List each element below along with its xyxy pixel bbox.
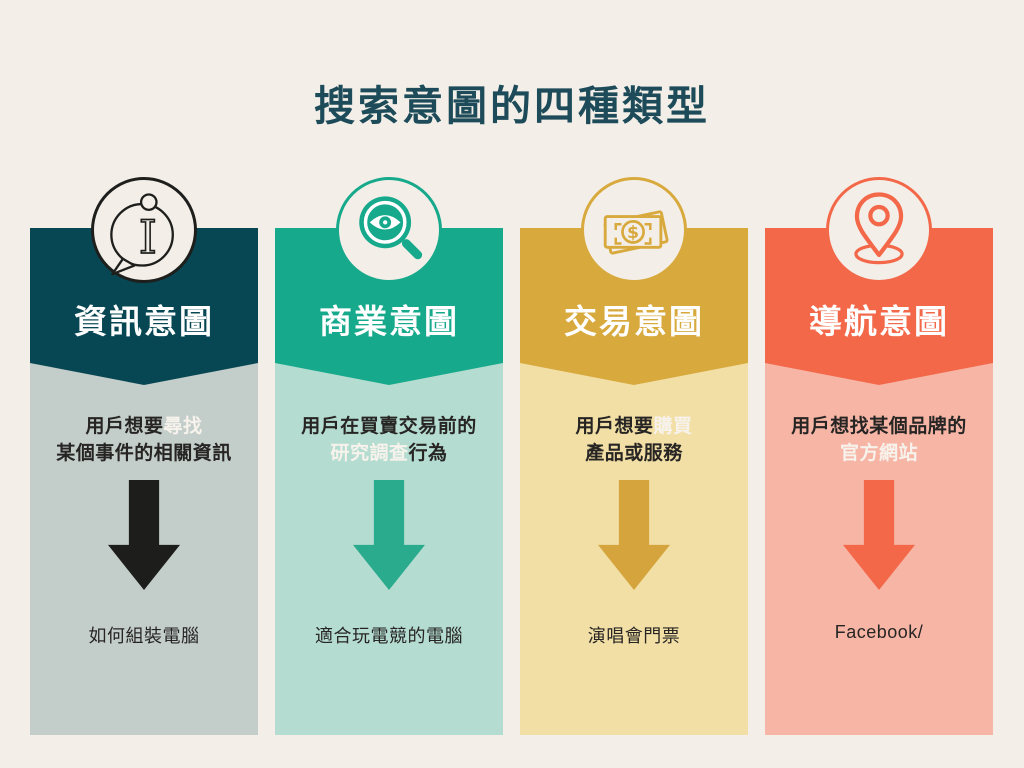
magnifier-eye-icon xyxy=(359,196,423,260)
info-speech-bubble-icon: I xyxy=(110,193,174,276)
example-query: 演唱會門票 xyxy=(587,626,681,646)
column-body: 用戶想要尋找某個事件的相關資訊 如何組裝電腦 xyxy=(30,363,258,735)
example-query: Facebook/ xyxy=(834,622,924,642)
down-arrow-icon xyxy=(598,480,670,590)
down-arrow-icon xyxy=(108,480,180,590)
page-title: 搜索意圖的四種類型 xyxy=(314,83,710,129)
column-body: 用戶想找某個品牌的官方網站 Facebook/ xyxy=(765,363,993,735)
column-transactional-intent: $ 交易意圖 用戶想要購買產品或服務 演唱會門票 xyxy=(520,177,748,735)
transactional-badge: $ xyxy=(581,177,687,283)
highlighted-keyword: 官方網站 xyxy=(839,443,918,464)
column-title: 導航意圖 xyxy=(809,303,949,340)
highlighted-keyword: 尋找 xyxy=(163,416,203,437)
column-title: 交易意圖 xyxy=(564,303,704,340)
column-navigational-intent: 導航意圖 用戶想找某個品牌的官方網站 Facebook/ xyxy=(765,177,993,735)
svg-text:$: $ xyxy=(627,223,639,243)
navigational-badge xyxy=(826,177,932,283)
intent-description: 用戶想要購買產品或服務 xyxy=(575,416,693,464)
location-pin-icon xyxy=(854,192,904,265)
column-title: 資訊意圖 xyxy=(74,303,214,340)
column-header: 導航意圖 xyxy=(765,228,993,385)
intent-description: 用戶在買賣交易前的研究調查行為 xyxy=(301,416,477,464)
down-arrow-icon xyxy=(843,480,915,590)
down-arrow-icon xyxy=(353,480,425,590)
highlighted-keyword: 購買 xyxy=(653,416,693,437)
banknote-icon: $ xyxy=(603,210,669,255)
column-title: 商業意圖 xyxy=(319,303,459,340)
example-query: 適合玩電競的電腦 xyxy=(315,626,463,646)
column-body: 用戶在買賣交易前的研究調查行為 適合玩電競的電腦 xyxy=(275,363,503,735)
column-informational-intent: I 資訊意圖 用戶想要尋找某個事件的相關資訊 如何組裝電腦 xyxy=(30,177,258,735)
example-query: 如何組裝電腦 xyxy=(88,626,200,646)
svg-text:I: I xyxy=(139,210,157,264)
column-commercial-intent: 商業意圖 用戶在買賣交易前的研究調查行為 適合玩電競的電腦 xyxy=(275,177,503,735)
intent-description: 用戶想找某個品牌的官方網站 xyxy=(791,416,967,464)
info-badge: I xyxy=(91,177,197,283)
intent-description: 用戶想要尋找某個事件的相關資訊 xyxy=(56,416,232,464)
column-body: 用戶想要購買產品或服務 演唱會門票 xyxy=(520,363,748,735)
highlighted-keyword: 研究調查 xyxy=(330,443,409,464)
commercial-badge xyxy=(336,177,442,283)
